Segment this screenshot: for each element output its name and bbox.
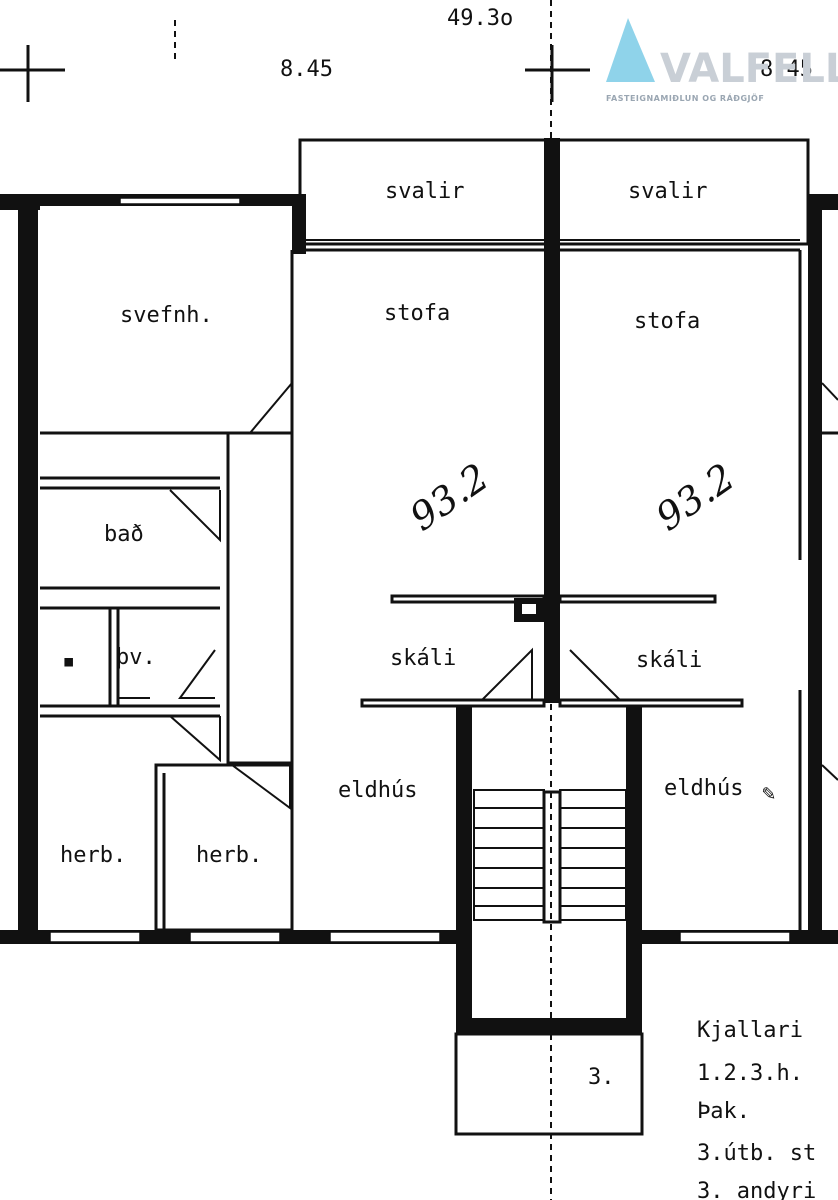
handwritten-area-left: 93.2	[402, 455, 497, 540]
room-label-bad: bað	[104, 522, 144, 547]
room-label-eldhus-left: eldhús	[338, 778, 417, 803]
balcony-outline	[298, 138, 810, 252]
note-line-1: Kjallari	[697, 1018, 803, 1043]
room-label-eldhus-right: eldhús	[664, 776, 743, 801]
door-swings-left	[117, 382, 293, 810]
stairwell	[454, 789, 644, 1136]
room-label-herbergi-1: herb.	[60, 843, 126, 868]
dimension-total: 49.3o	[447, 6, 513, 31]
room-label-stofa-right: stofa	[634, 309, 700, 334]
room-label-stair-floor: 3.	[588, 1065, 615, 1090]
logo-tagline: FASTEIGNAMIÐLUN OG RÁÐGJÖF	[606, 92, 764, 103]
room-labels: svalir svalir svefnh. stofa stofa bað þv…	[60, 179, 743, 1090]
note-line-2: 1.2.3.h.	[697, 1061, 803, 1086]
room-label-herbergi-2: herb.	[196, 843, 262, 868]
room-label-skali-right: skáli	[636, 648, 702, 673]
room-label-pvottahus: þv.	[116, 645, 156, 670]
room-label-svefnherbergi: svefnh.	[120, 303, 213, 328]
room-label-svalir-left: svalir	[385, 179, 464, 204]
interior-walls-right	[798, 250, 838, 930]
note-line-5: 3. andyri	[697, 1179, 816, 1200]
room-label-stofa-left: stofa	[384, 301, 450, 326]
dimension-left-module: 8.45	[280, 57, 333, 82]
note-line-4: 3.útb. st	[697, 1141, 816, 1166]
small-mark-icon: ▪	[62, 649, 75, 674]
dimension-right-module: 8.45	[760, 57, 813, 82]
pencil-mark-icon: ✎	[762, 781, 775, 806]
room-label-svalir-right: svalir	[628, 179, 707, 204]
hall-partitions	[360, 594, 744, 708]
logo-name: VALFELL	[660, 46, 838, 92]
logo-triangle-icon	[606, 18, 655, 82]
notes-list: Kjallari 1.2.3.h. Þak. 3.útb. st 3. andy…	[697, 1018, 816, 1200]
window-marks	[49, 197, 791, 943]
handwritten-area-right: 93.2	[648, 455, 743, 540]
interior-walls-left	[40, 250, 294, 932]
valfell-logo: VALFELL FASTEIGNAMIÐLUN OG RÁÐGJÖF	[606, 18, 838, 103]
note-line-3: Þak.	[697, 1099, 750, 1124]
room-label-skali-left: skáli	[390, 646, 456, 671]
